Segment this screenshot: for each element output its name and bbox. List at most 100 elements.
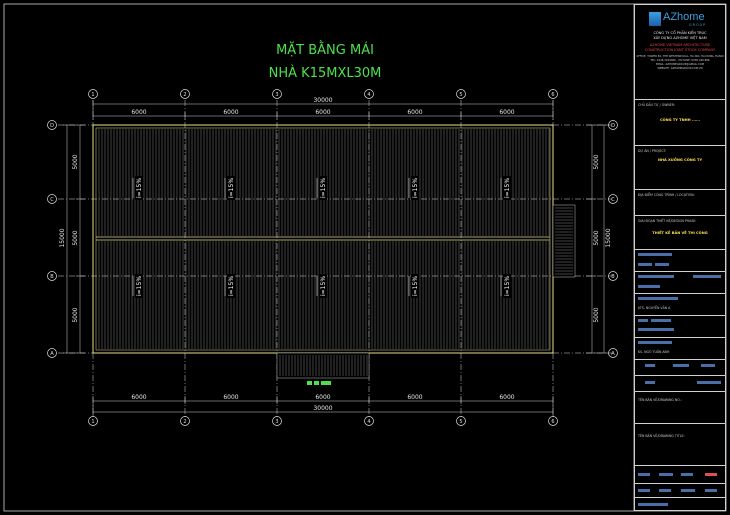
drawing-name-section: TÊN BẢN VẼ/DRAWING NO.: (635, 391, 725, 423)
redacted-text (701, 364, 715, 367)
signer-name: KTS. NGUYỄN VĂN A (638, 306, 671, 310)
phase-section: GIAI ĐOẠN THIẾT KẾ/DESIGN PHASE: THIẾT K… (635, 215, 725, 249)
grid-col-label: 3 (275, 92, 278, 98)
signature-row (635, 249, 725, 271)
slope-label-background (227, 176, 235, 200)
slope-label: i=15% (320, 276, 327, 296)
drawing-title-label: TÊN BẢN VẼ/DRAWING TITLE: (638, 434, 685, 438)
redacted-text (645, 364, 655, 367)
dim-left: 5000 (72, 154, 79, 169)
sheet-info-row (635, 465, 725, 483)
dim-bay-bottom: 6000 (223, 394, 238, 401)
redacted-text (638, 275, 674, 278)
sheet-info-row (635, 497, 725, 510)
grid-bubbles-bottom (88, 416, 558, 426)
bottom-canopy (276, 352, 370, 379)
redacted-text (681, 489, 695, 492)
grid-bubbles-right (608, 120, 618, 358)
dim-bay-top: 6000 (407, 109, 422, 116)
dim-right: 5000 (593, 307, 600, 322)
dim-right: 5000 (593, 154, 600, 169)
redacted-text (645, 381, 655, 384)
redacted-text (638, 253, 672, 256)
dimension-lines-top (92, 100, 554, 120)
dim-bay-top: 6000 (499, 109, 514, 116)
redacted-text (638, 503, 668, 506)
slope-label-background (319, 274, 327, 298)
dim-bay-top: 6000 (223, 109, 238, 116)
grid-row-label: B (50, 274, 54, 280)
owner-section: CHỦ ĐẦU TƯ / OWNER: CÔNG TY TNHH ...... (635, 99, 725, 145)
redacted-text (638, 473, 650, 476)
redacted-text (681, 473, 693, 476)
redacted-text (638, 297, 678, 300)
redacted-text (638, 263, 652, 266)
grid-row-label: C (50, 197, 54, 203)
slope-label: i=15% (504, 178, 511, 198)
redacted-text (659, 473, 673, 476)
grid-col-label: 6 (551, 92, 554, 98)
redacted-text (638, 285, 660, 288)
grid-col-label: 1 (91, 419, 94, 425)
sheet-frame (3, 3, 727, 512)
dim-right: 5000 (593, 230, 600, 245)
dim-overall-top: 30000 (313, 97, 332, 104)
grid-row-label: A (50, 351, 54, 357)
signature-row (635, 315, 725, 337)
grid-col-label: 2 (183, 92, 186, 98)
slope-label-background (319, 176, 327, 200)
grid-col-label: 2 (183, 419, 186, 425)
redacted-text (697, 381, 721, 384)
signature-row: KS. NGÔ TUẤN ANH (635, 337, 725, 359)
company-website: WEBSITE: AZHOMEGROUP.COM.VN (657, 67, 703, 70)
revision-marker (705, 473, 717, 476)
signature-row (635, 375, 725, 391)
slope-label-background (227, 274, 235, 298)
right-canopy-sheeting (555, 207, 573, 275)
dimension-lines-left (63, 124, 85, 354)
project-label: DỰ ÁN / PROJECT: (638, 149, 667, 153)
dim-bay-bottom: 6000 (131, 394, 146, 401)
grid-row-label: D (611, 123, 615, 129)
grid-col-label: 4 (367, 419, 370, 425)
roof-sheeting (98, 129, 550, 349)
grid-col-label: 3 (275, 419, 278, 425)
roof-slope-markers: i=15%i=15%i=15%i=15%i=15%i=15%i=15%i=15%… (132, 176, 511, 298)
company-name-en-2: CONSTRUCTION JOINT STOCK COMPANY (644, 48, 716, 52)
grid-col-label: 5 (459, 92, 462, 98)
dim-bay-bottom: 6000 (499, 394, 514, 401)
redacted-text (638, 341, 672, 344)
location-section: ĐỊA ĐIỂM CÔNG TRÌNH / LOCATION: (635, 189, 725, 215)
grid-col-label: 6 (551, 419, 554, 425)
redacted-text (655, 263, 669, 266)
signature-row (635, 271, 725, 293)
phase-value: THIẾT KẾ BẢN VẼ THI CÔNG (652, 231, 708, 235)
dim-right-total: 15000 (605, 228, 612, 247)
roof-inner-outline (95, 127, 551, 351)
redacted-text (673, 364, 689, 367)
dim-overall-bottom: 30000 (313, 405, 332, 412)
dim-left: 5000 (72, 230, 79, 245)
signature-row (635, 359, 725, 375)
slope-label: i=15% (228, 178, 235, 198)
title-block: AZhome GROUP CÔNG TY CỔ PHẦN KIẾN TRÚC X… (634, 4, 726, 511)
grid-col-label: 1 (91, 92, 94, 98)
project-section: DỰ ÁN / PROJECT: NHÀ XƯỞNG CÔNG TY (635, 145, 725, 189)
slope-label: i=15% (320, 178, 327, 198)
drawing-title-section: TÊN BẢN VẼ/DRAWING TITLE: (635, 423, 725, 465)
signer-name: KS. NGÔ TUẤN ANH (638, 350, 670, 354)
company-name-vn-2: XÂY DỰNG AZHOME VIỆT NAM (653, 36, 707, 40)
bottom-canopy-sheeting (279, 355, 368, 376)
owner-value: CÔNG TY TNHH ...... (659, 118, 701, 122)
drawing-title-line1: MẶT BẰNG MÁI (276, 41, 374, 58)
slope-label: i=15% (412, 276, 419, 296)
company-phone: TEL: 0246.3244466 - HOTLINE: 0936.246.88… (650, 59, 710, 62)
owner-label: CHỦ ĐẦU TƯ / OWNER: (638, 103, 675, 107)
slope-label: i=15% (504, 276, 511, 296)
slope-label: i=15% (136, 276, 143, 296)
redacted-text (638, 489, 650, 492)
company-address: OFFICE: TOWER B1, THE WESTERN DIAL, HA N… (636, 55, 724, 58)
logo-icon (649, 12, 661, 26)
redacted-text (638, 319, 648, 322)
dim-bay-bottom: 6000 (315, 394, 330, 401)
